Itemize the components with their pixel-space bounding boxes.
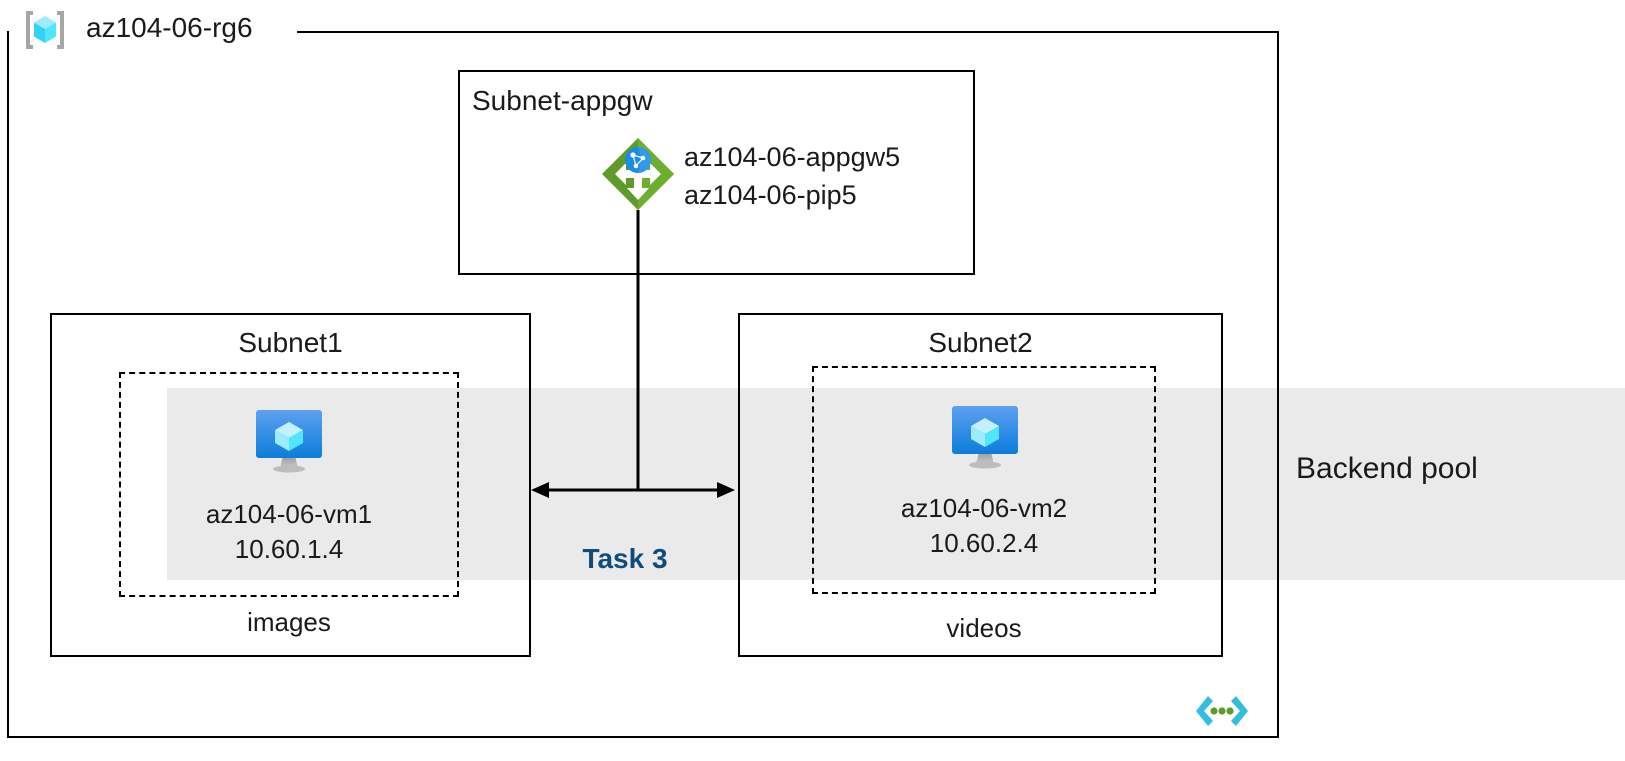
subnet1-nic-box [119,372,459,597]
subnet1-sublabel: images [247,607,331,637]
resource-group-box [7,31,1279,738]
backend-pool-label: Backend pool [1296,452,1478,485]
resource-group-title: az104-06-rg6 [86,12,253,43]
vm1-name: az104-06-vm1 [205,499,373,529]
appgw-resource-name: az104-06-appgw5 [684,142,901,172]
virtual-network-icon [1194,693,1250,729]
backend-pool-band [167,388,1625,580]
application-gateway-icon [600,136,676,212]
subnet-appgw-box [458,70,975,275]
subnet2-box [738,313,1223,657]
vm1-ip-address: 10.60.1.4 [234,534,344,564]
virtual-machine-icon [250,404,328,476]
public-ip-resource-name: az104-06-pip5 [684,180,857,210]
subnet2-sublabel: videos [946,613,1022,643]
subnet-appgw-title: Subnet-appgw [472,85,653,116]
subnet2-nic-box [812,366,1156,594]
virtual-machine-icon [946,400,1024,472]
resource-group-title-gap [9,22,297,42]
vm2-name: az104-06-vm2 [900,493,1068,523]
subnet1-title: Subnet1 [238,327,343,358]
vm2-ip-address: 10.60.2.4 [929,528,1039,558]
subnet2-title: Subnet2 [928,327,1033,358]
task3-annotation: Task 3 [582,543,668,574]
resource-group-icon [22,8,68,52]
subnet1-box [50,313,531,657]
